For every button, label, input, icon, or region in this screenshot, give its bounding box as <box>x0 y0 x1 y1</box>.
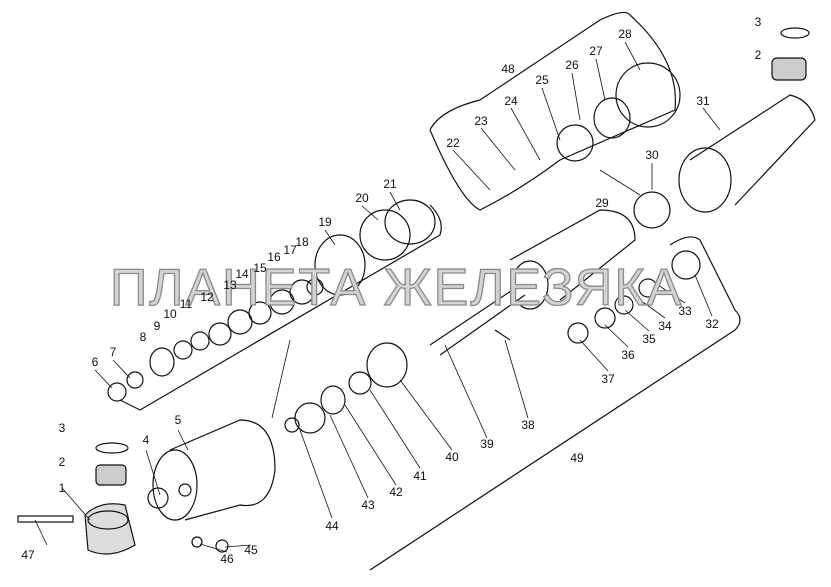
part-label: 49 <box>570 451 584 465</box>
part-label: 20 <box>355 191 369 205</box>
part-label: 26 <box>565 58 579 72</box>
part-label: 41 <box>413 469 427 483</box>
part-38-pin <box>494 329 511 341</box>
part-label: 15 <box>253 261 267 275</box>
part-label: 22 <box>446 136 460 150</box>
cylinder-29 <box>509 209 636 310</box>
part-label: 11 <box>179 297 193 311</box>
part-label: 37 <box>601 372 615 386</box>
leader-lines <box>34 41 721 553</box>
part-label: 48 <box>501 62 515 76</box>
part-1-bracket <box>84 503 136 555</box>
part-label: 13 <box>223 278 237 292</box>
part-label: 29 <box>595 196 609 210</box>
rings-6-18 <box>107 199 436 402</box>
part-28-disk <box>615 62 681 128</box>
part-label: 32 <box>705 317 719 331</box>
part-label: 25 <box>535 73 549 87</box>
part-2-nut <box>95 464 127 486</box>
part-label: 16 <box>267 250 281 264</box>
part-label: 31 <box>696 94 710 108</box>
parts-32-37 <box>567 250 701 344</box>
part-label: 34 <box>658 319 672 333</box>
part-3-ring <box>95 442 129 454</box>
part-label: 35 <box>642 332 656 346</box>
part-label: 18 <box>295 235 309 249</box>
part-label: 6 <box>91 355 99 369</box>
part-label: 30 <box>645 148 659 162</box>
part-30 <box>633 191 671 229</box>
left-group-bracket <box>119 204 442 411</box>
part-label: 45 <box>244 543 258 557</box>
part-label: 9 <box>153 319 161 333</box>
part-label: 40 <box>445 450 459 464</box>
part-26 <box>556 124 594 162</box>
part-label: 43 <box>361 498 375 512</box>
part-label: 4 <box>142 433 150 447</box>
part-label: 28 <box>618 27 632 41</box>
part-label: 12 <box>200 290 214 304</box>
part-46 <box>191 536 203 548</box>
part-label: 44 <box>325 519 339 533</box>
part-47-pin <box>17 515 74 523</box>
part-label: 23 <box>474 114 488 128</box>
cylinder-5 <box>152 419 276 521</box>
part-label: 7 <box>109 345 117 359</box>
part-label: 39 <box>480 437 494 451</box>
part-4-washer <box>147 487 169 509</box>
part-label: 46 <box>220 552 234 566</box>
part-label: 24 <box>504 94 518 108</box>
part-label: 5 <box>174 413 182 427</box>
part-label: 36 <box>621 348 635 362</box>
part-label: 21 <box>383 177 397 191</box>
part-label: 3 <box>58 421 66 435</box>
part-label: 3 <box>754 15 762 29</box>
part-label: 10 <box>163 307 177 321</box>
part-3-top-ring <box>780 27 810 39</box>
part-label: 14 <box>235 267 249 281</box>
part-label: 42 <box>389 485 403 499</box>
part-label: 38 <box>521 418 535 432</box>
parts-40-44 <box>284 342 408 434</box>
part-label: 47 <box>21 548 35 562</box>
part-2-top-nut <box>771 57 807 81</box>
cylinder-31 <box>678 94 816 213</box>
group-49-bracket <box>369 236 741 571</box>
watermark: ПЛАНЕТА ЖЕЛЕЗЯКА <box>109 258 684 317</box>
rod-39 <box>429 284 526 356</box>
part-label: 19 <box>318 215 332 229</box>
part-label: 27 <box>589 44 603 58</box>
part-label: 2 <box>58 455 66 469</box>
part-45 <box>215 539 229 553</box>
part-label: 17 <box>283 243 297 257</box>
group-48-bracket <box>429 11 677 211</box>
part-label: 1 <box>58 481 66 495</box>
part-label: 2 <box>754 48 762 62</box>
part-27 <box>593 97 631 139</box>
part-label: 8 <box>139 330 147 344</box>
part-label: 33 <box>678 304 692 318</box>
